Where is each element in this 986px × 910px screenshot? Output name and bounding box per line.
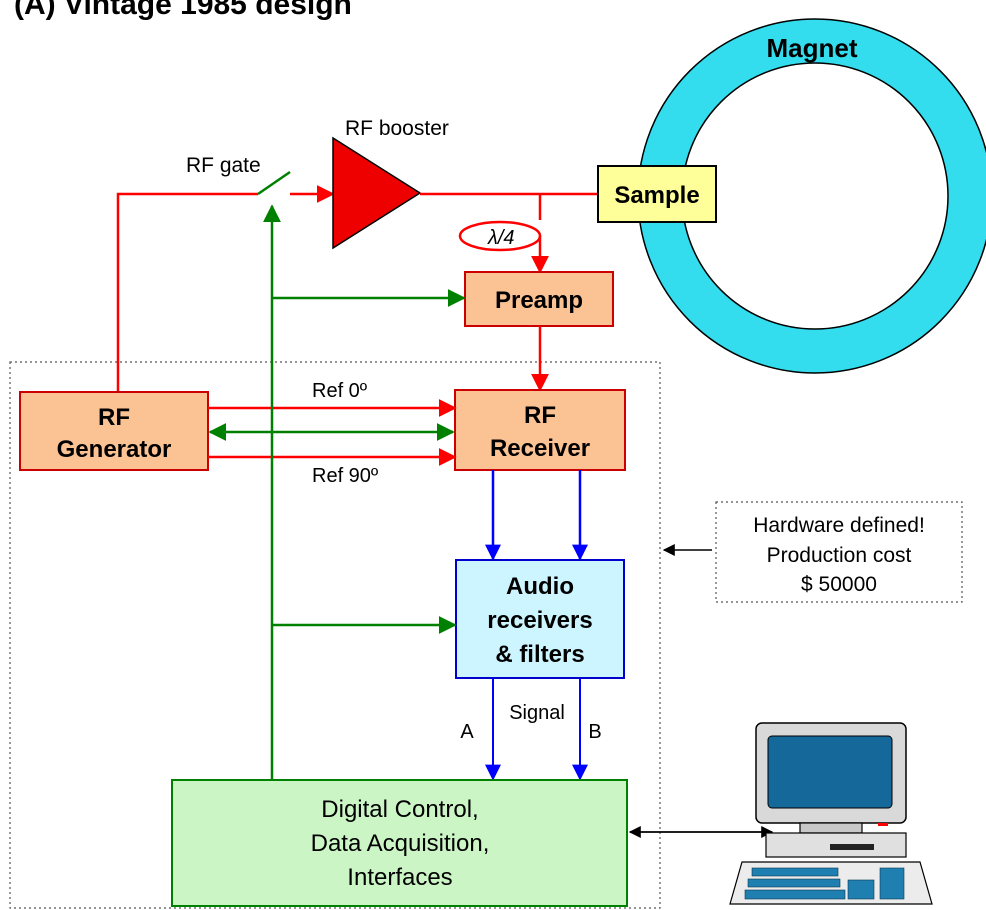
note-line-1: Hardware defined! — [753, 514, 925, 537]
ref0-label: Ref 0º — [312, 380, 368, 402]
rf-receiver-label-1: RF — [524, 402, 556, 429]
note-line-2: Production cost — [767, 544, 912, 567]
diagram-title: (A) Vintage 1985 design — [14, 0, 352, 21]
channel-b-label: B — [588, 721, 601, 743]
audio-label-2: receivers — [487, 607, 592, 634]
rf-booster-amplifier — [332, 136, 422, 250]
rf-booster-label: RF booster — [345, 117, 449, 140]
rf-generator-label-1: RF — [98, 404, 130, 431]
hardware-boundary — [9, 361, 661, 909]
hardware-note-box — [715, 501, 963, 603]
rf-gen-to-gate-line — [116, 192, 258, 392]
computer-icon — [729, 722, 933, 905]
audio-label-1: Audio — [506, 573, 574, 600]
preamp-box — [464, 271, 614, 327]
audio-label-3: & filters — [495, 641, 584, 668]
preamp-label: Preamp — [495, 287, 583, 314]
magnet-label: Magnet — [767, 33, 858, 63]
channel-a-label: A — [460, 721, 474, 743]
rf-generator-label-2: Generator — [57, 436, 172, 463]
lambda4-label: λ/4 — [487, 227, 515, 249]
audio-receivers-box — [455, 559, 625, 679]
note-line-3: $ 50000 — [801, 573, 877, 596]
digital-label-1: Digital Control, — [321, 796, 478, 823]
rf-gate-label: RF gate — [186, 154, 261, 177]
digital-label-2: Data Acquisition, — [311, 830, 490, 857]
rf-gate-switch — [257, 170, 291, 196]
rf-receiver-box — [454, 389, 626, 471]
digital-control-box — [171, 779, 628, 907]
rf-receiver-label-2: Receiver — [490, 435, 590, 462]
rf-generator-box — [19, 391, 209, 471]
ref90-label: Ref 90º — [312, 465, 379, 487]
sample-label: Sample — [614, 182, 699, 209]
magnet-ring-outline-inner — [681, 62, 949, 330]
signal-label: Signal — [509, 702, 565, 724]
sample-box — [597, 165, 717, 223]
digital-label-3: Interfaces — [347, 864, 452, 891]
